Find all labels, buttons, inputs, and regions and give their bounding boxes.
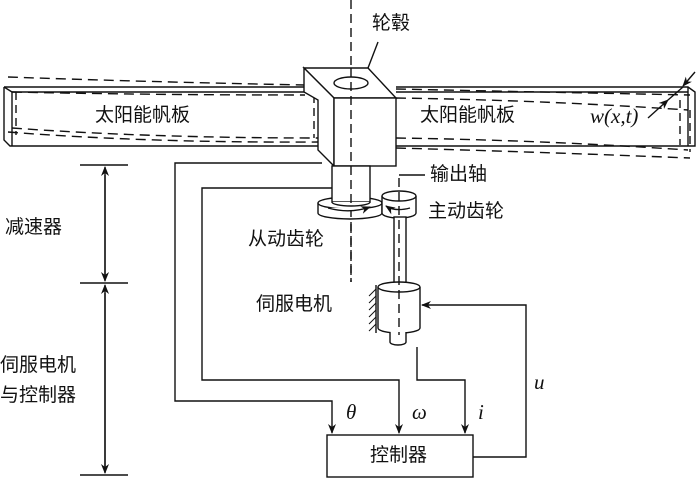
dimension-lines xyxy=(80,164,128,476)
omega-signal-line xyxy=(201,187,403,434)
controller-label: 控制器 xyxy=(370,444,428,466)
servo-motor xyxy=(368,178,421,346)
servo-controller-label-1: 伺服电机 xyxy=(0,354,77,376)
control-input-label: u xyxy=(534,370,545,394)
servo-motor-label: 伺服电机 xyxy=(256,293,333,315)
current-signal-line xyxy=(416,347,469,434)
left-solar-panel xyxy=(3,76,323,147)
deflection-arrows xyxy=(647,71,696,119)
right-panel-label: 太阳能帆板 xyxy=(420,104,516,126)
left-panel-label: 太阳能帆板 xyxy=(95,104,191,126)
hub-leader-line xyxy=(367,41,379,69)
theta-signal-line xyxy=(174,162,336,434)
reducer-label: 减速器 xyxy=(5,216,63,238)
servo-controller-label-2: 与控制器 xyxy=(0,384,77,406)
controller-box xyxy=(326,434,474,478)
hub-block xyxy=(302,66,398,168)
control-signal-line xyxy=(421,301,527,458)
current-label: i xyxy=(478,400,484,424)
hub-label: 轮毂 xyxy=(372,12,411,34)
driven-gear-label: 从动齿轮 xyxy=(248,228,325,250)
driven-gear xyxy=(317,165,383,282)
right-solar-panel xyxy=(395,86,696,159)
theta-label: θ xyxy=(346,400,357,424)
output-shaft-label: 输出轴 xyxy=(430,163,488,185)
drive-gear-label: 主动齿轮 xyxy=(428,200,505,222)
deflection-label: w(x,t) xyxy=(590,104,639,128)
omega-label: ω xyxy=(412,400,427,424)
